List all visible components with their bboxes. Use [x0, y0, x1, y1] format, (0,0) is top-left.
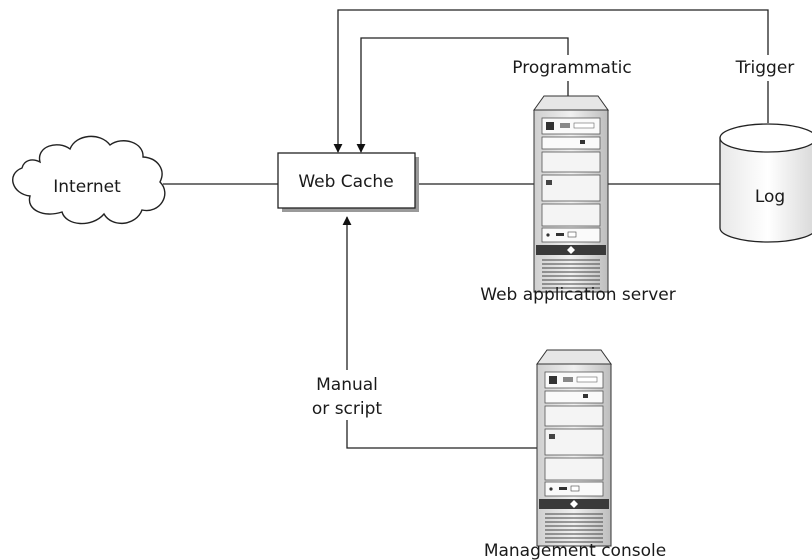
console-tower-icon: [536, 349, 612, 547]
programmatic-label: Programmatic: [512, 58, 631, 78]
manual-label: Manual: [316, 375, 378, 395]
manual-script-arrow: [342, 216, 538, 449]
edge-labels: Programmatic Trigger Manual or script: [304, 55, 802, 420]
management-console: Management console: [484, 349, 666, 560]
management-console-label: Management console: [484, 541, 666, 560]
server-tower-icon: [533, 95, 609, 293]
web-application-server: Web application server: [480, 95, 676, 305]
web-cache-label: Web Cache: [298, 172, 393, 192]
trigger-label: Trigger: [735, 58, 795, 78]
log-label: Log: [755, 187, 785, 207]
database-icon: [719, 137, 812, 243]
or-script-label: or script: [312, 399, 383, 419]
internet-label: Internet: [53, 177, 121, 197]
web-cache-box: [277, 152, 416, 209]
web-cache-node: Web Cache: [277, 152, 419, 212]
web-app-server-label: Web application server: [480, 285, 675, 305]
log-database: Log: [719, 123, 812, 243]
internet-cloud: Internet: [12, 135, 166, 225]
cloud-icon: [12, 135, 166, 225]
connector-lines: [163, 9, 769, 449]
